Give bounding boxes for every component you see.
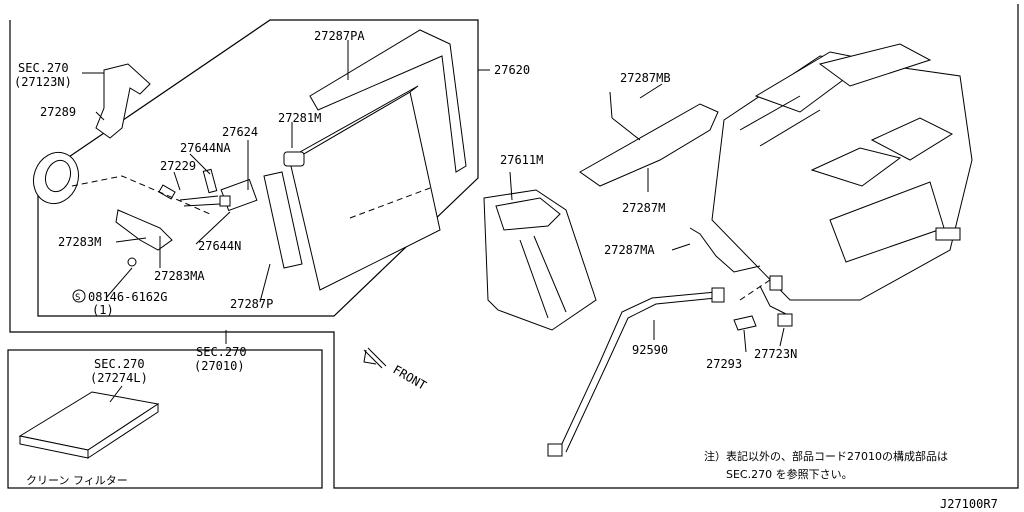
- sensor-27293-part: [733, 315, 757, 331]
- evaporator-group-frame: [37, 19, 479, 317]
- callout-27293: 27293: [706, 357, 742, 371]
- callout-27723n: 27723N: [754, 347, 797, 361]
- seal-strip-mb-part: [579, 91, 719, 187]
- callout-bolt-qty: (1): [92, 303, 114, 317]
- cabin-filter-part: [18, 391, 160, 459]
- callout-sec270-27123n-code: (27123N): [14, 75, 72, 89]
- sensor-27723n-part: [759, 285, 793, 327]
- hvac-unit-part: [711, 43, 973, 301]
- assembly-dashline-a: [71, 175, 211, 215]
- callout-27624: 27624: [222, 125, 258, 139]
- assembly-dashline-b: [739, 279, 771, 301]
- duct-part: [95, 63, 151, 139]
- callout-27229: 27229: [160, 159, 196, 173]
- front-label: FRONT: [391, 362, 429, 392]
- evaporator-core-part: [283, 85, 441, 291]
- heater-case-part: [483, 189, 597, 331]
- callout-27283ma: 27283MA: [154, 269, 205, 283]
- filter-box-frame: [7, 349, 323, 489]
- note-line-1: 注）表記以外の、部品コード27010の構成部品は: [704, 449, 948, 463]
- callout-27287m: 27287M: [622, 201, 665, 215]
- callout-27287p: 27287P: [230, 297, 273, 311]
- filter-leader: [109, 385, 123, 403]
- seal-strip-pa-part: [309, 29, 467, 173]
- callout-bolt-part: 08146-6162G: [88, 290, 167, 304]
- filter-sec-label: SEC.270: [94, 357, 145, 371]
- filter-caption: クリーン フィルター: [26, 474, 128, 487]
- callout-92590: 92590: [632, 343, 668, 357]
- callout-sec270-27010: SEC.270: [196, 345, 247, 359]
- callout-sec270-27123n: SEC.270: [18, 61, 69, 75]
- seal-strip-p-part: [263, 171, 303, 269]
- diagram-code: J27100R7: [940, 497, 998, 511]
- callout-27283m: 27283M: [58, 235, 101, 249]
- callout-27281m: 27281M: [278, 111, 321, 125]
- callout-27620: 27620: [494, 63, 530, 77]
- bolt-symbol-circle: [72, 289, 86, 303]
- callout-27644n: 27644N: [198, 239, 241, 253]
- leader-lines: [82, 40, 785, 353]
- callout-27289: 27289: [40, 105, 76, 119]
- filter-sec-code: (27274L): [90, 371, 148, 385]
- callout-bolt-symbol: S: [75, 293, 80, 303]
- callout-sec270-27010-code: (27010): [194, 359, 245, 373]
- callout-27287pa: 27287PA: [314, 29, 365, 43]
- drain-hose-part: [547, 287, 725, 457]
- callout-27287ma: 27287MA: [604, 243, 655, 257]
- main-frame: [9, 4, 1019, 489]
- seal-ring-part: [32, 151, 80, 205]
- note-line-2: SEC.270 を参照下さい。: [726, 467, 853, 481]
- callout-27644na: 27644NA: [180, 141, 231, 155]
- harness-27287ma: [689, 227, 761, 273]
- callout-27287mb: 27287MB: [620, 71, 671, 85]
- callout-27611m: 27611M: [500, 153, 543, 167]
- front-arrow-icon: [363, 347, 387, 369]
